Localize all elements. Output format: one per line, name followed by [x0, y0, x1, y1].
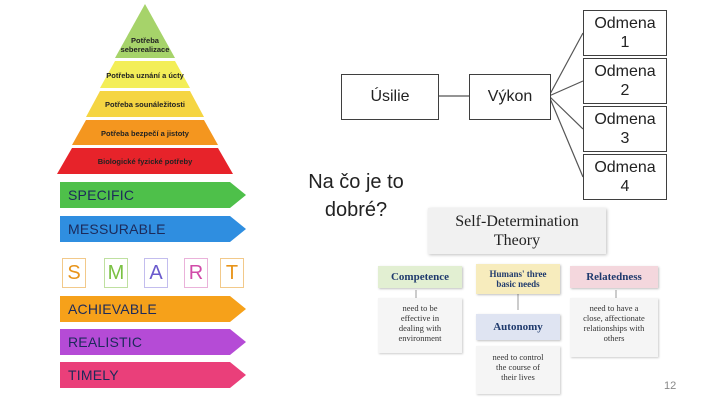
smart-letter-s: S — [62, 258, 86, 288]
question-text: Na čo je to dobré? — [290, 168, 422, 224]
smart-label-realistic: REALISTIC — [68, 334, 143, 350]
pyramid-level-3 — [86, 91, 204, 117]
sdt-autonomy-desc: need to control the course of their live… — [476, 346, 560, 394]
sdt-diagram: Competence Humans' three basic needs Rel… — [376, 262, 660, 394]
odmena-box-3: Odmena 3 — [583, 106, 667, 152]
sdt-relatedness-desc: need to have a close, affectionate relat… — [570, 298, 658, 357]
pyramid-label-2: Potřeba uznání a úcty — [106, 71, 184, 80]
sdt-autonomy: Autonomy — [476, 314, 560, 340]
sdt-title-line1: Self-Determination — [455, 213, 579, 230]
smart-arrow-messurable: MESSURABLE — [60, 214, 246, 244]
sdt-basic-needs: Humans' three basic needs — [476, 264, 560, 294]
vykon-box: Výkon — [469, 74, 551, 120]
pyramid-label-5: Biologické fyzické potřeby — [97, 157, 193, 166]
pyramid-label-3: Potřeba sounáležitosti — [104, 100, 185, 109]
pyramid-level-2 — [100, 61, 190, 88]
odmena-box-2: Odmena 2 — [583, 58, 667, 104]
odmena-4-line1: Odmena — [594, 159, 656, 176]
pyramid-level-4 — [72, 120, 218, 145]
smart-arrow-realistic: REALISTIC — [60, 327, 246, 357]
smart-letter-r: R — [184, 258, 208, 288]
pyramid-level-1 — [115, 4, 175, 58]
smart-letter-t: T — [220, 258, 244, 288]
maslow-pyramid: Potřeba seberealizace Potřeba uznání a ú… — [40, 4, 250, 176]
page-number: 12 — [664, 380, 677, 392]
odmena-4-line2: 4 — [620, 178, 630, 195]
sdt-connectors — [415, 290, 617, 310]
pyramid-level-5 — [57, 148, 233, 174]
smart-label-messurable: MESSURABLE — [68, 221, 166, 237]
question-line-2: dobré? — [324, 199, 388, 221]
odmena-2-line1: Odmena — [594, 63, 656, 80]
smart-letters: S M A R T — [60, 254, 246, 290]
pyramid-label-4: Potřeba bezpečí a jistoty — [101, 129, 189, 138]
odmena-2-line2: 2 — [620, 82, 630, 99]
sdt-title-line2: Theory — [493, 232, 541, 249]
odmena-3-line1: Odmena — [594, 111, 656, 128]
sdt-title-panel: Self-Determination Theory — [428, 208, 606, 254]
odmena-3-line2: 3 — [620, 130, 630, 147]
sdt-competence: Competence — [378, 266, 462, 288]
pyramid-shape — [57, 4, 233, 174]
pyramid-label-1: Potřeba seberealizace — [120, 36, 170, 54]
usilie-label: Úsilie — [370, 88, 410, 105]
usilie-box: Úsilie — [341, 74, 439, 120]
smart-arrow-specific: SPECIFIC — [60, 180, 246, 210]
smart-label-specific: SPECIFIC — [68, 187, 135, 203]
odmena-1-line1: Odmena — [594, 15, 656, 32]
odmena-1-line2: 1 — [620, 34, 630, 51]
odmena-box-1: Odmena 1 — [583, 10, 667, 56]
question-line-1: Na čo je to — [308, 171, 404, 193]
sdt-competence-desc: need to be effective in dealing with env… — [378, 298, 462, 353]
sdt-relatedness: Relatedness — [570, 266, 658, 288]
vykon-label: Výkon — [487, 88, 533, 105]
smart-graphic: SPECIFIC MESSURABLE S M A R T ACHIEVABLE… — [60, 180, 250, 392]
odmena-box-4: Odmena 4 — [583, 154, 667, 200]
smart-arrow-timely: TIMELY — [60, 360, 246, 390]
smart-label-timely: TIMELY — [68, 367, 119, 383]
smart-letter-m: M — [104, 258, 128, 288]
smart-letter-a: A — [144, 258, 168, 288]
smart-arrow-achievable: ACHIEVABLE — [60, 294, 246, 324]
smart-label-achievable: ACHIEVABLE — [68, 301, 157, 317]
